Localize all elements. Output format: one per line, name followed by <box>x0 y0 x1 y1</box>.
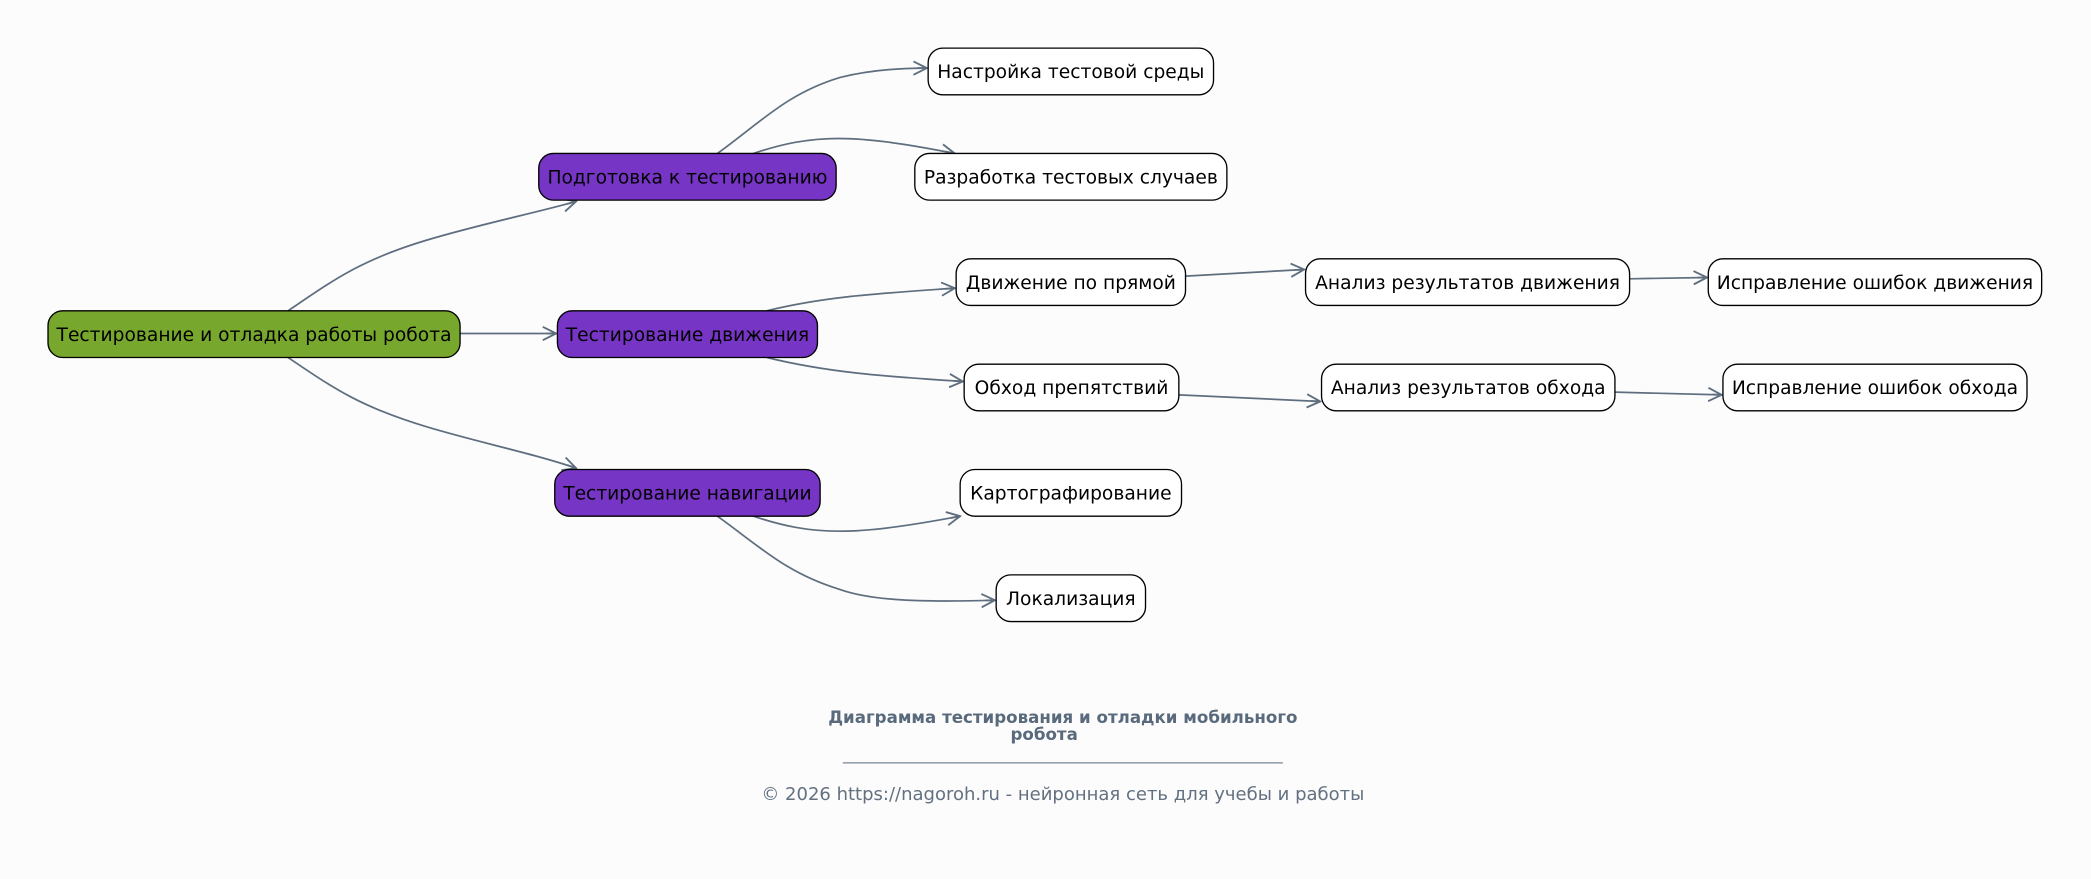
node-label: Исправление ошибок обхода <box>1732 378 2018 399</box>
node-env: Настройка тестовой среды <box>927 47 1215 96</box>
node-label: Картографирование <box>970 484 1171 505</box>
node-label: Тестирование движения <box>565 325 809 346</box>
node-box <box>1722 363 2028 412</box>
edge-nav-to-map <box>753 516 960 532</box>
node-box <box>1707 258 2043 307</box>
node-nav: Тестирование навигации <box>554 468 821 517</box>
edge-obst-to-an_obst <box>1178 395 1320 402</box>
node-box <box>1320 363 1616 412</box>
edge-prep-to-env <box>716 68 926 155</box>
diagram-title-line-1: Диаграмма тестирования и отладки мобильн… <box>828 708 1297 727</box>
node-prep: Подготовка к тестированию <box>538 152 837 201</box>
edge-move-to-obst <box>766 356 963 381</box>
node-fix_obst: Исправление ошибок обхода <box>1722 363 2028 412</box>
node-label: Анализ результатов обхода <box>1331 378 1606 399</box>
diagram-title-line-2: робота <box>1010 725 1077 744</box>
node-label: Подготовка к тестированию <box>547 167 827 188</box>
node-move: Тестирование движения <box>556 310 819 359</box>
edges-layer <box>287 68 1722 601</box>
node-an_move: Анализ результатов движения <box>1304 258 1631 307</box>
node-label: Анализ результатов движения <box>1315 273 1620 294</box>
node-straight: Движение по прямой <box>955 258 1187 307</box>
node-loc: Локализация <box>995 574 1147 623</box>
node-label: Тестирование навигации <box>562 484 811 505</box>
node-label: Разработка тестовых случаев <box>924 167 1218 188</box>
edge-an_obst-to-fix_obst <box>1614 392 1722 395</box>
edge-root-to-nav <box>287 356 576 468</box>
node-label: Настройка тестовой среды <box>937 62 1204 83</box>
node-box <box>47 310 461 359</box>
node-root: Тестирование и отладка работы робота <box>47 310 461 359</box>
node-label: Движение по прямой <box>966 273 1176 294</box>
node-obst: Обход препятствий <box>963 363 1180 412</box>
nodes-layer: Тестирование и отладка работы робота Подг… <box>47 47 2043 623</box>
node-box <box>963 363 1180 412</box>
edge-straight-to-an_move <box>1185 269 1305 276</box>
node-fix_move: Исправление ошибок движения <box>1707 258 2043 307</box>
node-label: Исправление ошибок движения <box>1717 273 2033 294</box>
edge-prep-to-cases <box>753 137 954 153</box>
footer-copyright: © 2026 https://nagoroh.ru - нейронная се… <box>761 784 1364 805</box>
node-label: Тестирование и отладка работы робота <box>56 325 452 346</box>
node-box <box>955 258 1187 307</box>
node-box <box>995 574 1147 623</box>
edge-an_move-to-fix_move <box>1629 277 1707 278</box>
node-label: Локализация <box>1006 589 1136 610</box>
edge-nav-to-loc <box>716 515 994 601</box>
edge-root-to-prep <box>287 201 576 312</box>
node-an_obst: Анализ результатов обхода <box>1320 363 1616 412</box>
node-box <box>1304 258 1631 307</box>
node-label: Обход препятствий <box>975 378 1169 399</box>
node-map: Картографирование <box>959 468 1183 517</box>
edge-move-to-straight <box>766 288 955 312</box>
node-box <box>927 47 1215 96</box>
node-box <box>914 152 1228 201</box>
node-box <box>538 152 837 201</box>
node-cases: Разработка тестовых случаев <box>914 152 1228 201</box>
node-box <box>554 468 821 517</box>
node-box <box>556 310 819 359</box>
node-box <box>959 468 1183 517</box>
